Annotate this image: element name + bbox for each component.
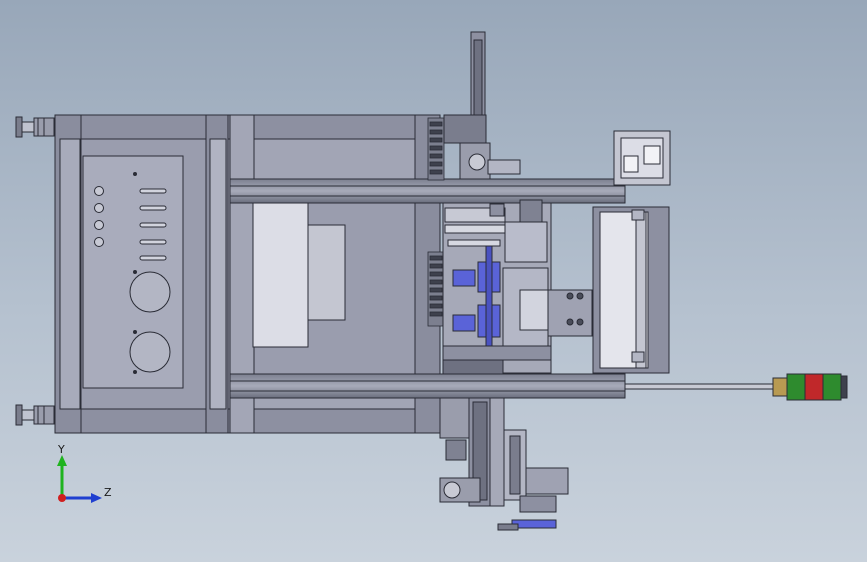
cabinet-inner [209, 138, 227, 410]
signal-tower [624, 373, 848, 401]
upper-arm-assembly [443, 31, 521, 180]
leveling-foot-bottom [15, 404, 55, 426]
signal-tower-green-2 [822, 373, 842, 401]
slot-1 [139, 188, 167, 194]
leveling-foot-top [15, 116, 55, 138]
central-mechanism [442, 199, 593, 375]
upper-bay [253, 138, 416, 180]
port-bottom [129, 331, 171, 373]
z-axis-arrow [91, 493, 102, 503]
gantry-beams [229, 178, 626, 399]
output-magazine [592, 206, 670, 374]
lower-arm-assembly [439, 397, 569, 531]
cable-chain-upper [427, 117, 445, 181]
cable-chain-lower [427, 251, 445, 327]
signal-tower-base [772, 377, 788, 397]
indicator-hole-2 [94, 203, 104, 213]
blue-fixture-lower [452, 314, 476, 332]
coordinate-triad: Y Z [57, 443, 112, 503]
signal-tower-green [786, 373, 806, 401]
slot-3 [139, 222, 167, 228]
blue-fixture-upper [452, 269, 476, 287]
gantry-beam-upper [229, 178, 626, 204]
control-monitor [613, 130, 671, 186]
indicator-hole-1 [94, 186, 104, 196]
indicator-hole-4 [94, 237, 104, 247]
triad-origin [58, 494, 66, 502]
signal-tower-cap [840, 375, 848, 399]
slot-5 [139, 255, 167, 261]
slot-4 [139, 239, 167, 245]
machine-frame [54, 114, 441, 434]
gantry-beam-lower [229, 373, 626, 399]
feeder-tray [252, 202, 346, 348]
z-axis-label: Z [104, 486, 112, 499]
y-axis-label: Y [57, 443, 65, 456]
y-axis-arrow [57, 455, 67, 466]
port-top [129, 271, 171, 313]
slot-2 [139, 205, 167, 211]
signal-tower-pole [624, 383, 776, 390]
signal-tower-red [804, 373, 824, 401]
indicator-hole-3 [94, 220, 104, 230]
cabinet-side [59, 138, 81, 410]
electrical-panel [82, 155, 184, 389]
